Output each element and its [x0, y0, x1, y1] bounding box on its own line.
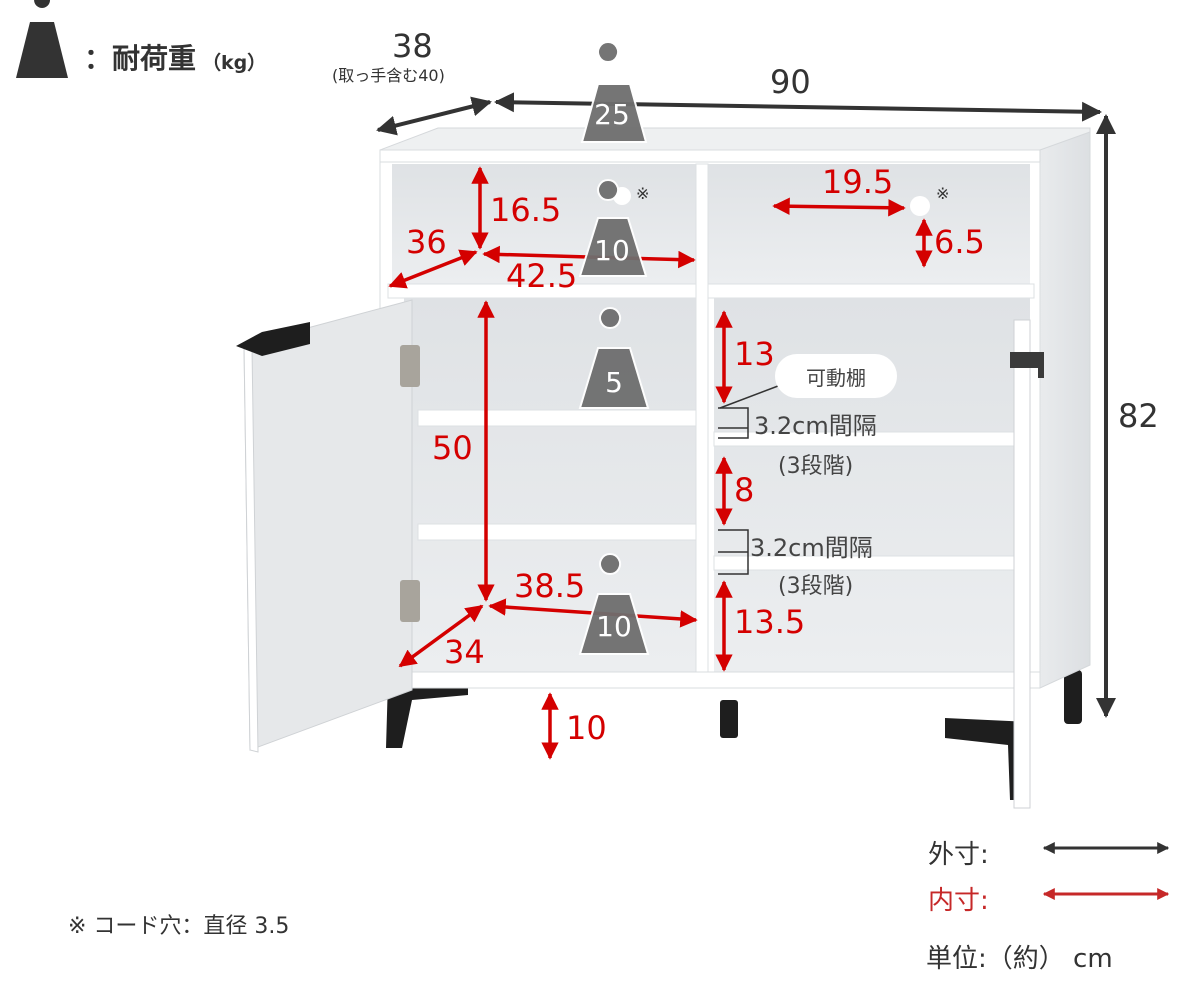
weight-icon-bottom-shelf	[578, 553, 650, 655]
load-middle-shelf: 5	[605, 366, 623, 399]
cord-hole-mark-left: ※	[636, 184, 650, 203]
inner-right-mid-gap: 8	[734, 471, 755, 509]
load-top-board: 25	[594, 98, 630, 131]
outer-depth-note: (取っ手含む40)	[332, 66, 445, 85]
load-bottom-shelf: 10	[596, 610, 632, 643]
movable-shelf-callout: 可動棚	[775, 354, 897, 398]
outer-depth: 38	[392, 27, 433, 65]
outer-dimension-key: 外寸:	[928, 840, 989, 870]
load-label: ：耐荷重	[84, 41, 197, 75]
inner-bottom-width: 38.5	[514, 567, 586, 605]
right-door-handle	[1010, 352, 1044, 378]
outer-height: 82	[1118, 397, 1159, 435]
shelf-pitch-1: 3.2cm間隔	[754, 412, 877, 440]
load-unit: （kg）	[202, 52, 267, 74]
inner-right-bottom-gap: 13.5	[734, 603, 806, 641]
load-top-left-shelf: 10	[594, 234, 630, 267]
cord-hole-mark-right: ※	[936, 184, 950, 203]
legs	[386, 670, 1082, 800]
cord-hole-from-left: 19.5	[822, 163, 894, 201]
legend-weight-icon	[16, 0, 68, 78]
cord-hole-right	[910, 196, 930, 216]
left-door-handle	[236, 322, 310, 356]
inner-bottom-depth: 34	[444, 633, 485, 671]
shelf-pitch-2: 3.2cm間隔	[750, 534, 873, 562]
inner-top-left-width: 42.5	[506, 257, 578, 295]
weight-icon-top	[580, 41, 648, 143]
load-legend: ：耐荷重 （kg）	[84, 44, 266, 73]
inner-top-left-depth: 36	[406, 223, 447, 261]
weight-icon-middle-shelf	[578, 307, 650, 409]
inner-dimension-key: 内寸:	[928, 886, 989, 916]
shelf-steps-2: (3段階)	[778, 574, 854, 599]
unit-label: 単位:（約） cm	[926, 944, 1113, 974]
inner-right-top-gap: 13	[734, 335, 775, 373]
cord-hole-from-bottom: 6.5	[934, 223, 985, 261]
inner-cabinet-height: 50	[432, 429, 473, 467]
outer-width: 90	[770, 63, 811, 101]
weight-icon-top-shelf	[578, 179, 648, 277]
inner-top-left-height: 16.5	[490, 191, 562, 229]
cord-hole-footnote: ※ コード穴：直径 3.5	[68, 914, 290, 939]
shelf-steps-1: (3段階)	[778, 454, 854, 479]
leg-height: 10	[566, 709, 607, 747]
